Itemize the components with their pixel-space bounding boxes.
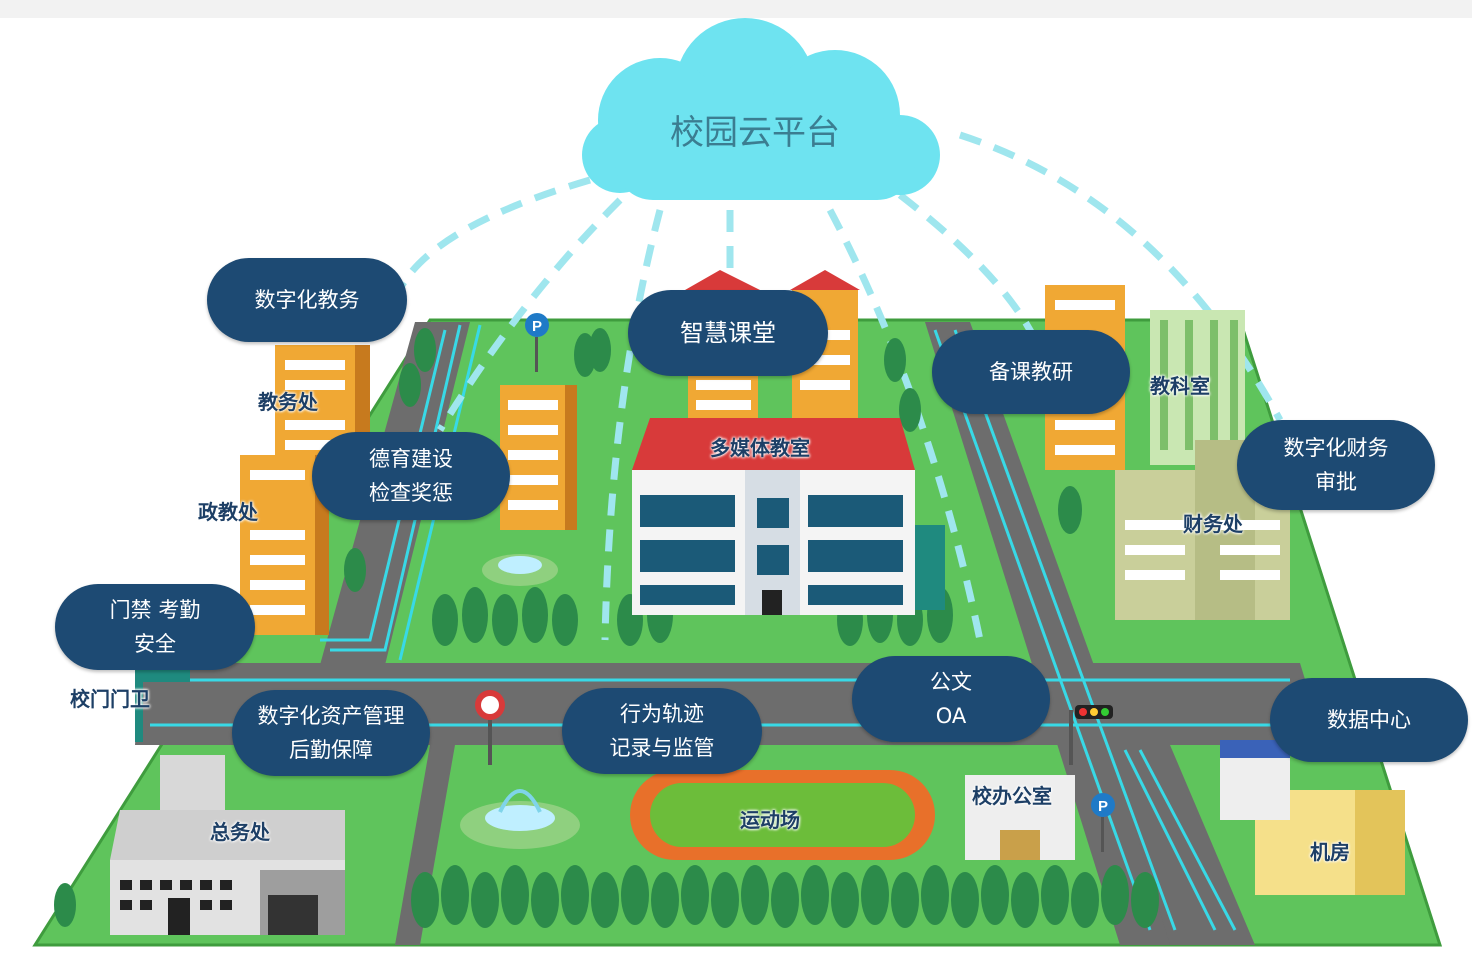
pill-zichan-line1: 数字化资产管理 xyxy=(257,704,405,728)
pill-guiji: 行为轨迹记录与监管 xyxy=(562,688,762,774)
svg-text:P: P xyxy=(532,318,542,335)
label-yundongchang: 运动场 xyxy=(740,808,800,832)
pill-caiwu-line2: 审批 xyxy=(1315,470,1357,494)
pill-menjin-line1: 门禁 考勤 xyxy=(109,598,201,622)
pill-caiwu-line1: 数字化财务 xyxy=(1283,436,1389,460)
pill-guiji-line1: 行为轨迹 xyxy=(620,702,704,726)
pill-ketang-text: 智慧课堂 xyxy=(680,319,776,347)
label-duomeiti: 多媒体教室 xyxy=(710,436,810,460)
cloud-title: 校园云平台 xyxy=(670,113,840,153)
parking-sign-icons: P P xyxy=(525,313,1115,852)
label-jiaokeshi: 教科室 xyxy=(1150,374,1210,398)
label-jifang: 机房 xyxy=(1310,840,1350,864)
label-xiaoban: 校办公室 xyxy=(972,784,1052,808)
pill-beike-text: 备课教研 xyxy=(989,360,1073,384)
pill-zichan-line2: 后勤保障 xyxy=(289,738,373,762)
label-zhengjiaochu: 政教处 xyxy=(198,500,258,524)
pill-gongwen: 公文 OA xyxy=(852,656,1050,742)
pill-caiwu: 数字化财务审批 xyxy=(1237,420,1435,510)
school-gate xyxy=(135,670,190,742)
traffic-light-icon xyxy=(1069,705,1113,765)
pill-guiji-line2: 记录与监管 xyxy=(609,736,715,760)
pill-ketang: 智慧课堂 xyxy=(628,290,828,376)
building-jiaokeshi xyxy=(1150,310,1245,465)
sports-field xyxy=(630,770,935,860)
building-duomeiti xyxy=(632,418,945,615)
pill-shuju-text: 数据中心 xyxy=(1327,708,1411,732)
label-xiaomen: 校门门卫 xyxy=(70,687,150,711)
label-zongwuchu: 总务处 xyxy=(210,820,270,844)
building-center-left xyxy=(500,385,577,530)
svg-text:P: P xyxy=(1098,798,1108,815)
building-jifang xyxy=(1220,740,1405,895)
label-caiwuchu: 财务处 xyxy=(1183,512,1243,536)
pill-deyu: 德育建设检查奖惩 xyxy=(312,432,510,520)
pill-gongwen-line1: 公文 xyxy=(930,670,972,694)
pill-zichan: 数字化资产管理后勤保障 xyxy=(232,690,430,776)
pill-beike: 备课教研 xyxy=(932,330,1130,414)
building-xiaoban xyxy=(965,775,1075,860)
pill-menjin-line2: 安全 xyxy=(134,632,176,656)
building-zongwuchu xyxy=(110,755,345,935)
pill-deyu-line1: 德育建设 xyxy=(369,447,453,471)
pill-jiaowu: 数字化教务 xyxy=(207,258,407,342)
bus-stop-sign-icon xyxy=(475,690,505,765)
pill-shuju: 数据中心 xyxy=(1270,678,1468,762)
cloud-shape xyxy=(582,18,940,200)
label-jiaowuchu: 教务处 xyxy=(258,390,318,414)
pill-menjin: 门禁 考勤安全 xyxy=(55,584,255,670)
pill-jiaowu-text: 数字化教务 xyxy=(254,288,360,312)
pill-deyu-line2: 检查奖惩 xyxy=(369,481,453,505)
pill-gongwen-line2: OA xyxy=(935,704,967,728)
fountain-icons xyxy=(460,554,580,849)
trees xyxy=(54,328,1159,928)
